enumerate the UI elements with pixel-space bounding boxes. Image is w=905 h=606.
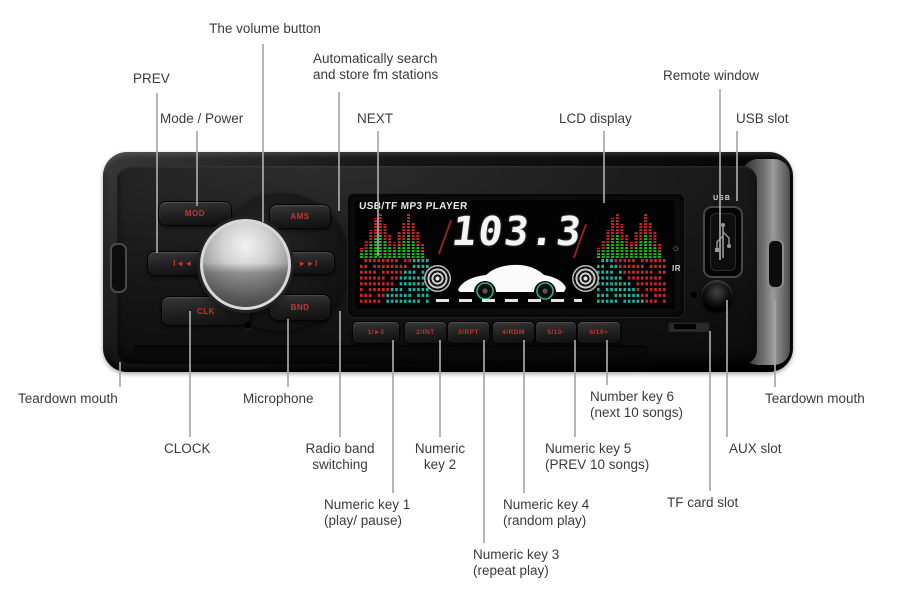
spectrum-analyzer-right [597, 213, 663, 258]
label-mode-power: Mode / Power [160, 111, 244, 126]
teardown-mouth-right-slot [767, 239, 784, 289]
dot-matrix-left [360, 259, 429, 303]
microphone-hole [244, 322, 251, 329]
numeric-key-6[interactable]: 6/10+ [577, 321, 621, 344]
numeric-key-2[interactable]: 2/INT [404, 321, 447, 344]
label-numeric-key-5: Numeric key 5 (PREV 10 songs) [545, 441, 650, 473]
band-button[interactable]: BND [269, 294, 331, 321]
car-icon [458, 264, 566, 300]
numeric-key-4[interactable]: 4/RDM [492, 321, 535, 344]
numeric-key-5[interactable]: 5/10- [535, 321, 577, 344]
numeric-key-1[interactable]: 1/►‖ [352, 321, 400, 344]
label-radio-band: Radio band switching [305, 441, 375, 473]
aux-jack[interactable] [701, 280, 733, 312]
mode-power-button[interactable]: MOD [158, 201, 232, 226]
teardown-mouth-left-slot [110, 243, 127, 293]
label-numeric-key-3: Numeric key 3 (repeat play) [473, 547, 560, 579]
numeric-key-3[interactable]: 3/RPT [447, 321, 490, 344]
faceplate-groove [133, 345, 648, 356]
ams-button[interactable]: AMS [269, 204, 331, 229]
speaker-icon-right [572, 265, 599, 292]
label-number-key-6: Number key 6 (next 10 songs) [590, 389, 684, 421]
spectrum-analyzer-left [360, 213, 426, 258]
label-prev: PREV [133, 71, 170, 86]
remote-sensor-glyph: ☼ [671, 243, 681, 254]
label-numeric-key-4: Numeric key 4 (random play) [503, 497, 590, 529]
volume-knob[interactable] [200, 219, 291, 310]
screw-dot [691, 292, 697, 298]
tf-card-slot[interactable] [668, 321, 710, 332]
speaker-icon-left [424, 265, 451, 292]
ir-window-label: IR [672, 264, 681, 273]
label-numeric-key-1: Numeric key 1 (play/ pause) [324, 497, 411, 529]
road-dashes [436, 299, 582, 302]
label-teardown-mouth-left: Teardown mouth [18, 391, 118, 406]
usb-trident-icon [715, 223, 731, 258]
label-remote-window: Remote window [663, 68, 760, 83]
label-teardown-mouth-right: Teardown mouth [765, 391, 865, 406]
label-aux-slot: AUX slot [729, 441, 782, 456]
label-next: NEXT [357, 111, 394, 126]
label-clock: CLOCK [164, 441, 211, 456]
label-numeric-key-2: Numeric key 2 [414, 441, 466, 473]
label-microphone: Microphone [243, 391, 314, 406]
label-volume-button: The volume button [209, 21, 321, 36]
label-usb-slot: USB slot [736, 111, 789, 126]
dot-matrix-right [597, 259, 666, 303]
label-auto-search: Automatically search and store fm statio… [313, 51, 439, 83]
label-tf-card-slot: TF card slot [667, 495, 739, 510]
label-lcd-display: LCD display [559, 111, 632, 126]
usb-port[interactable] [703, 206, 743, 278]
frequency-readout: 103.3 [449, 209, 586, 255]
usb-port-label: USB [713, 195, 731, 202]
